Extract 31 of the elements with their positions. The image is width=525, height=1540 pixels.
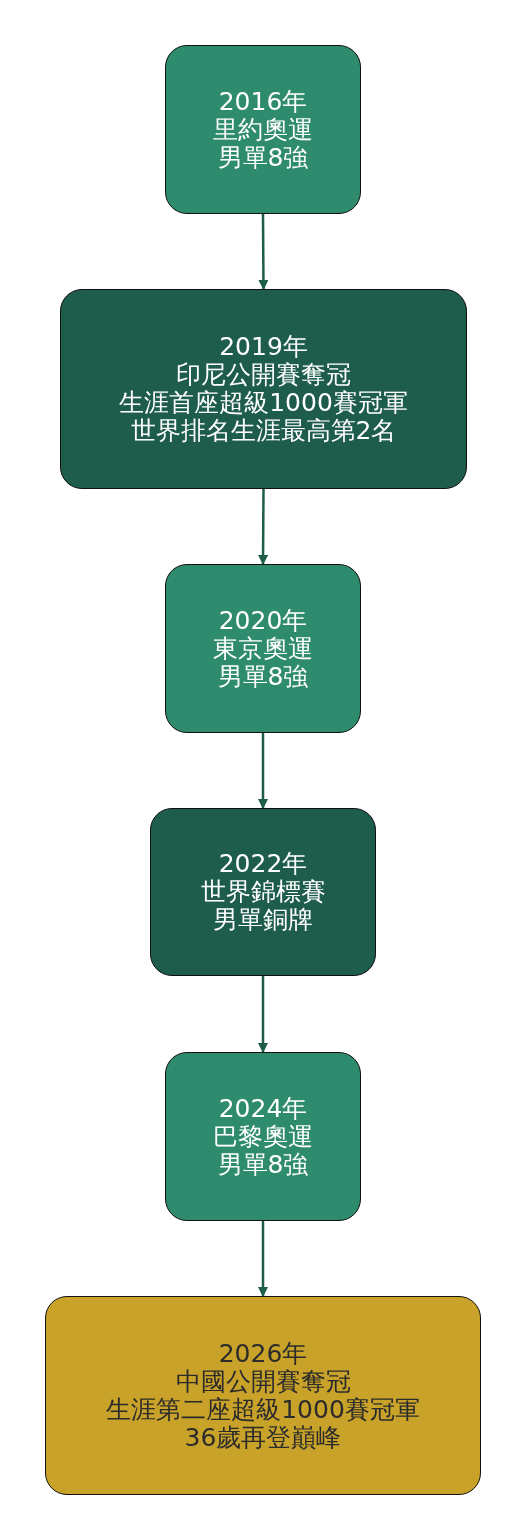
milestone-text: 男單8強 xyxy=(217,662,309,691)
milestone-text: 2022年 xyxy=(218,850,308,878)
milestone-text: 世界排名生涯最高第2名 xyxy=(130,417,397,445)
milestone-box xyxy=(165,1052,361,1221)
milestone-text: 2016年 xyxy=(218,87,308,116)
milestone-box xyxy=(45,1296,481,1495)
milestone-text: 36歲再登巔峰 xyxy=(184,1423,342,1452)
milestone-text: 2019年 xyxy=(219,333,308,361)
milestone-text: 男單銅牌 xyxy=(213,906,313,934)
milestone-text: 里約奧運 xyxy=(213,115,313,144)
milestone-text: 東京奧運 xyxy=(213,634,313,663)
milestone-box xyxy=(165,564,361,733)
milestone-text: 巴黎奧運 xyxy=(213,1122,313,1151)
milestone-text: 男單8強 xyxy=(217,143,309,172)
milestone-text: 2020年 xyxy=(218,606,308,635)
milestone-box xyxy=(60,289,467,489)
milestone-text: 生涯第二座超級1000賽冠軍 xyxy=(106,1395,420,1424)
arrow xyxy=(258,1221,268,1297)
milestone-text: 印尼公開賽奪冠 xyxy=(176,361,351,389)
milestone-box xyxy=(165,45,361,214)
arrow xyxy=(258,214,269,290)
arrow xyxy=(258,976,268,1053)
milestone-text: 世界錦標賽 xyxy=(200,878,326,906)
milestone-box xyxy=(150,808,376,976)
arrow xyxy=(258,733,268,809)
milestone-text: 2026年 xyxy=(218,1339,308,1368)
milestone-text: 生涯首座超級1000賽冠軍 xyxy=(119,389,408,417)
milestone-text: 男單8強 xyxy=(217,1150,309,1179)
arrow xyxy=(258,489,269,565)
milestone-text: 2024年 xyxy=(218,1094,308,1123)
milestone-text: 中國公開賽奪冠 xyxy=(175,1367,351,1396)
